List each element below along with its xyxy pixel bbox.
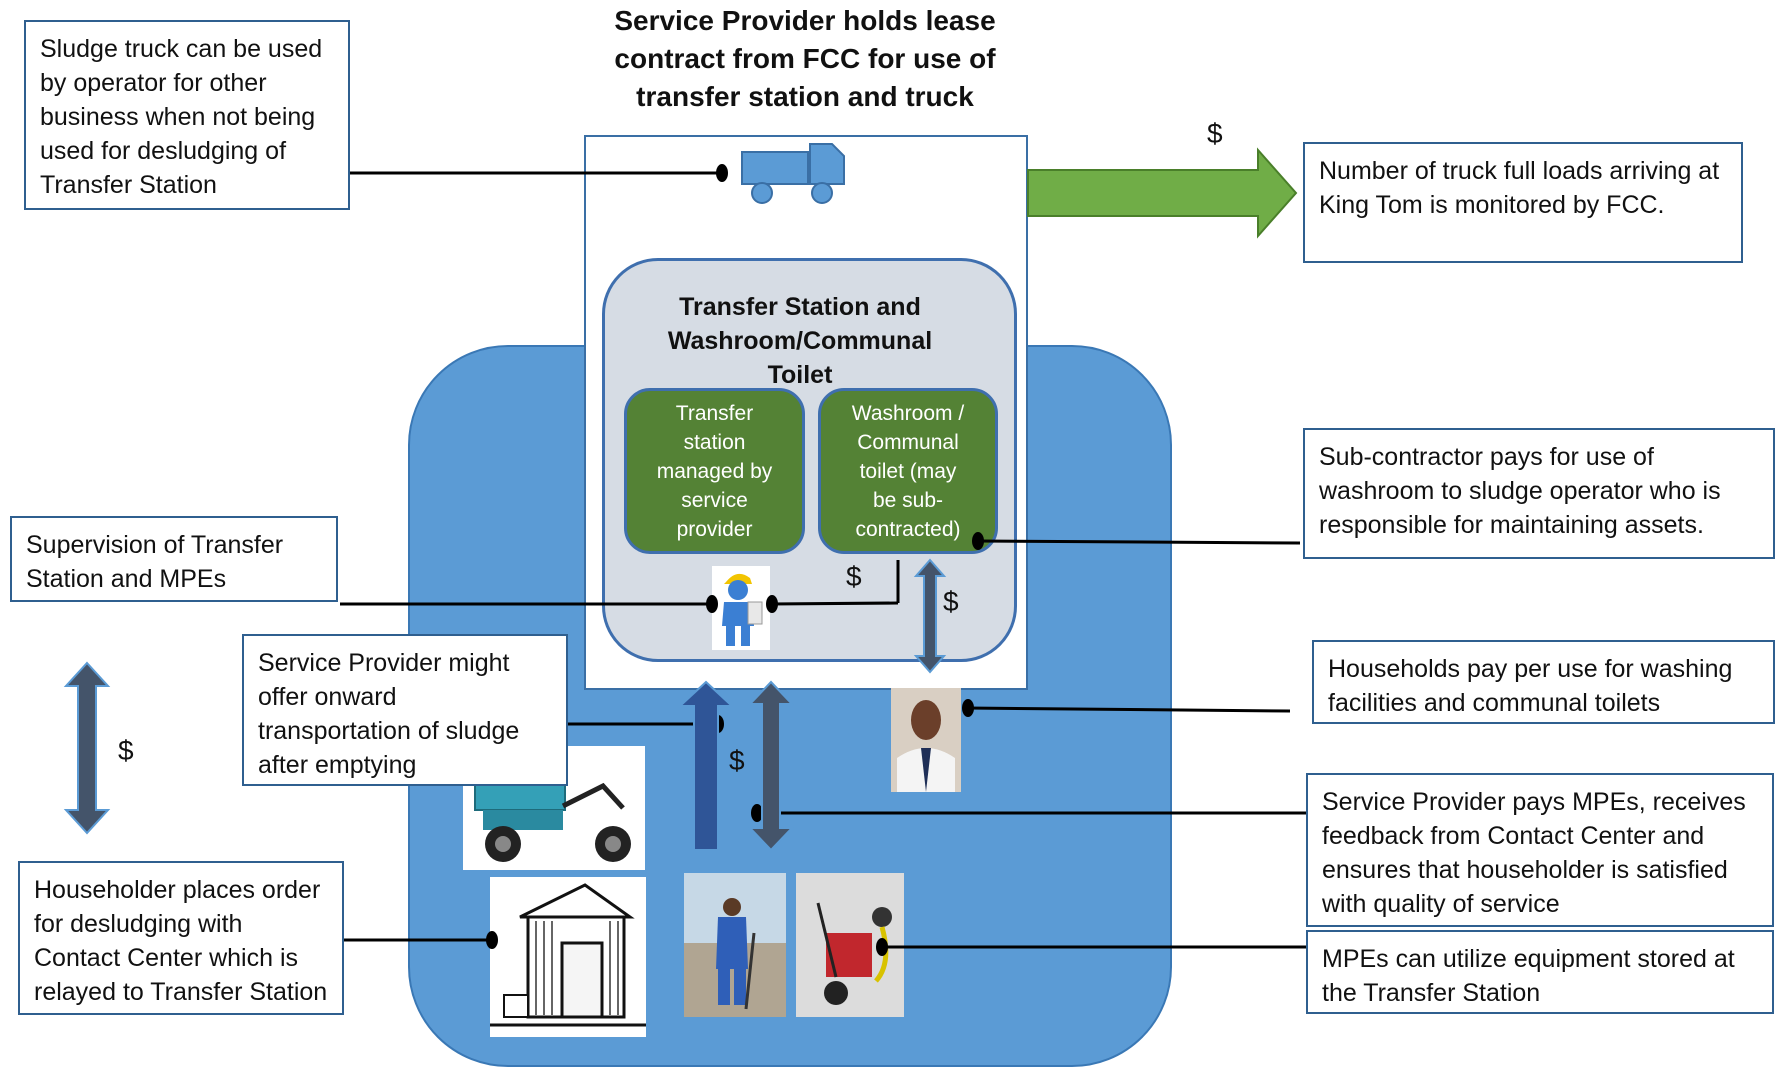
equipment-callout: MPEs can utilize equipment stored at the… <box>1306 930 1774 1014</box>
page-title: Service Provider holds lease contract fr… <box>614 5 996 112</box>
transfer-station-box: Transfer station managed by service prov… <box>624 388 805 554</box>
dollar-top: $ <box>1207 118 1223 149</box>
truck-icon <box>738 140 848 210</box>
washroom-payment-arrow <box>913 558 947 674</box>
supervisor-icon <box>712 566 770 650</box>
sludge-truck-callout: Sludge truck can be used by operator for… <box>24 20 350 210</box>
households-callout: Households pay per use for washing facil… <box>1312 640 1775 724</box>
subcontractor-callout: Sub-contractor pays for use of washroom … <box>1303 428 1775 559</box>
truck-loads-callout: Number of truck full loads arriving at K… <box>1303 142 1743 263</box>
onward-transport-callout: Service Provider might offer onward tran… <box>242 634 568 786</box>
latrine-icon <box>490 877 646 1037</box>
dollar-washroom: $ <box>943 586 959 617</box>
dollar-left: $ <box>118 735 134 766</box>
dollar-mpe: $ <box>729 745 745 776</box>
supervision-callout: Supervision of Transfer Station and MPEs <box>10 516 338 602</box>
dollar-supervisor: $ <box>846 561 862 592</box>
householder-photo <box>891 688 961 792</box>
sludge-delivery-arrow <box>677 680 735 851</box>
station-title: Transfer Station and Washroom/Communal T… <box>667 293 933 389</box>
householder-order-callout: Householder places order for desludging … <box>18 861 344 1015</box>
mpe-payment-arrow <box>747 680 795 852</box>
mpe-worker-photo <box>684 873 786 1017</box>
washroom-box: Washroom / Communal toilet (may be sub- … <box>818 388 998 554</box>
householder-payment-arrow <box>63 661 111 835</box>
pays-mpes-callout: Service Provider pays MPEs, receives fee… <box>1306 773 1774 927</box>
fcc-monitoring-arrow <box>1027 147 1298 239</box>
